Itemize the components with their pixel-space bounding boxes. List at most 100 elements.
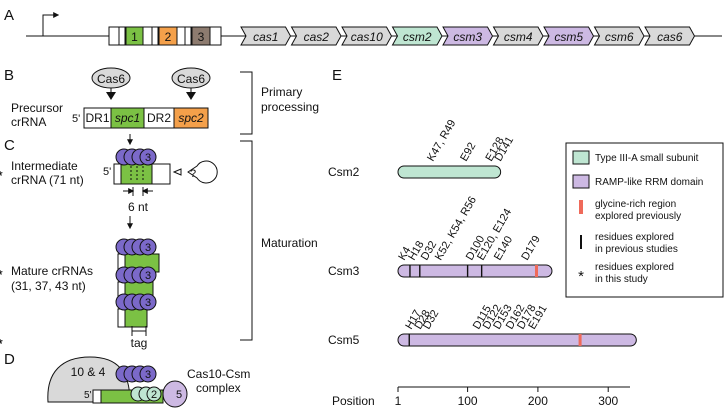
spacer-3-label: 3 <box>198 30 205 44</box>
maturation-label: Maturation <box>261 236 318 250</box>
primary-bracket <box>240 71 253 135</box>
gene-label: cas6 <box>657 30 683 44</box>
gene-cas1 <box>240 26 292 46</box>
csm3-label: 3 <box>145 369 151 381</box>
csm3-stack: 3 <box>115 238 157 256</box>
gene-label: cas1 <box>253 30 278 44</box>
residue-label: E92 <box>458 141 478 164</box>
dr2-label: DR2 <box>147 111 171 125</box>
cas6-label: Cas6 <box>97 72 125 86</box>
csm3-subunit <box>139 238 157 256</box>
legend-label: explored previously <box>595 211 681 222</box>
cas6-label: Cas6 <box>177 72 205 86</box>
legend-label: RAMP-like RRM domain <box>595 177 703 188</box>
repeat-remnant-box <box>151 163 171 185</box>
residue-star: * <box>0 336 3 351</box>
residue-star: * <box>0 267 3 282</box>
intermediate-label-2: crRNA (71 nt) <box>11 173 84 187</box>
primary-label-2: processing <box>261 100 319 114</box>
tag-label: tag <box>131 336 148 350</box>
csm2-subunit <box>146 386 162 402</box>
protein-csm3: Csm3**** <box>0 264 553 282</box>
protein-name: Csm5 <box>328 333 360 347</box>
legend-label: residues explored <box>595 232 674 243</box>
tag-box <box>117 308 126 328</box>
mature-crRNA <box>124 308 148 328</box>
primary-label-1: Primary <box>261 85 302 99</box>
residue-star: * <box>0 336 3 351</box>
precursor-label-2: crRNA <box>11 115 46 129</box>
spacer-2 <box>158 26 178 46</box>
spacer-2-label: 2 <box>165 30 172 44</box>
panel-label-b: B <box>4 67 14 84</box>
spacer-1-label: 1 <box>131 30 138 44</box>
residue-label: K47, R49 <box>425 118 458 164</box>
protein-bar <box>397 333 637 347</box>
gene-label: cas2 <box>304 30 330 44</box>
spc1-label: spc1 <box>115 111 140 125</box>
gene-cas2 <box>290 26 342 46</box>
promoter-arrow <box>42 12 60 36</box>
repeat-box <box>184 26 192 46</box>
legend-label: glycine-rich region <box>595 199 676 210</box>
intermediate-label-1: Intermediate <box>11 159 78 173</box>
legend-swatch-purple <box>572 174 590 189</box>
repeat-box <box>118 26 126 46</box>
gene-csm4 <box>492 26 544 46</box>
tag-box <box>92 389 102 404</box>
csm3-subunit <box>139 266 157 284</box>
spacer-1 <box>125 26 144 46</box>
axis-tick-label: 200 <box>528 394 548 408</box>
csm3-stack: 3 <box>115 266 157 284</box>
legend-label: in previous studies <box>595 244 678 255</box>
legend-label: residues explored <box>595 262 674 273</box>
gene-label: csm2 <box>403 30 432 44</box>
gene-cas10 <box>341 26 393 46</box>
five-prime-label: 5' <box>84 390 92 401</box>
protein-csm5: Csm5******** <box>0 333 637 351</box>
axis-tick-label: 1 <box>395 394 402 408</box>
csm3-stack: 3 <box>115 293 157 311</box>
gene-csm5 <box>543 26 595 46</box>
protein-csm2: Csm2**** <box>0 165 502 183</box>
legend-swatch-mint <box>572 150 590 165</box>
gene-cas6 <box>644 26 696 46</box>
residue-star: * <box>0 336 3 351</box>
cas10-csm-complex: 10 & 4 5 5' 3 2 Cas10-Csm complex <box>47 356 250 408</box>
residue-star: * <box>0 168 3 183</box>
gene-label: csm4 <box>504 30 533 44</box>
glycine-region <box>534 265 538 277</box>
mature-label-1: Mature crRNAs <box>11 264 93 278</box>
mature-label-2: (31, 37, 43 nt) <box>11 279 86 293</box>
gene-label: cas10 <box>351 30 383 44</box>
csm3-subunit <box>139 148 157 166</box>
legend-label: in this study <box>595 274 648 285</box>
spc2-label: spc2 <box>178 111 204 125</box>
gene-label: csm5 <box>554 30 583 44</box>
legend-label: Type III-A small subunit <box>595 153 699 164</box>
gene-csm2 <box>391 26 443 46</box>
dr1-label: DR1 <box>85 111 109 125</box>
residue-star: * <box>0 336 3 351</box>
protein-name: Csm3 <box>328 264 360 278</box>
complex-label-2: complex <box>196 381 241 395</box>
protein-bar <box>397 264 553 278</box>
cleavage-arrowhead <box>186 92 196 100</box>
repeat-box <box>151 26 159 46</box>
protein-maps: Csm2****Csm3****Csm5********K47, R49E92E… <box>0 118 637 351</box>
csm3-label: 3 <box>145 152 151 164</box>
complex-label-1: Cas10-Csm <box>187 367 250 381</box>
csm3-label: 3 <box>145 297 151 309</box>
csm3-label: 3 <box>145 242 151 254</box>
legend-box <box>565 142 724 298</box>
residue-label: D179 <box>519 234 543 263</box>
maturation: Intermediate crRNA (71 nt) 5' 3 6 nt ? M… <box>11 134 318 350</box>
residue-star: * <box>0 336 3 351</box>
axis-tick-label: 300 <box>598 394 618 408</box>
glycine-region <box>578 334 582 346</box>
six-nt-label: 6 nt <box>128 200 149 214</box>
panel-label-c: C <box>4 137 15 154</box>
